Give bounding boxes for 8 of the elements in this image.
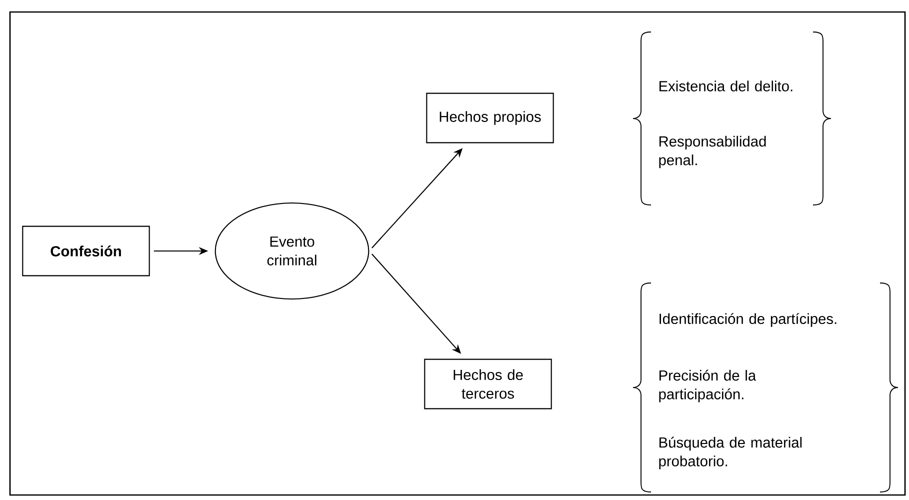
list-item: Precisión de la participación. [659,370,756,402]
process-box: Hechos de terceros [424,358,552,410]
process-box: Hechos propios [426,92,554,144]
list-item: Búsqueda de material probatorio. [659,436,802,470]
process-box: Confesión [22,226,150,276]
list-item: Existencia del delito. [660,80,792,92]
list-item: Responsabilidad penal. [659,136,766,168]
list-item: Identificación de partícipes. [660,313,836,327]
